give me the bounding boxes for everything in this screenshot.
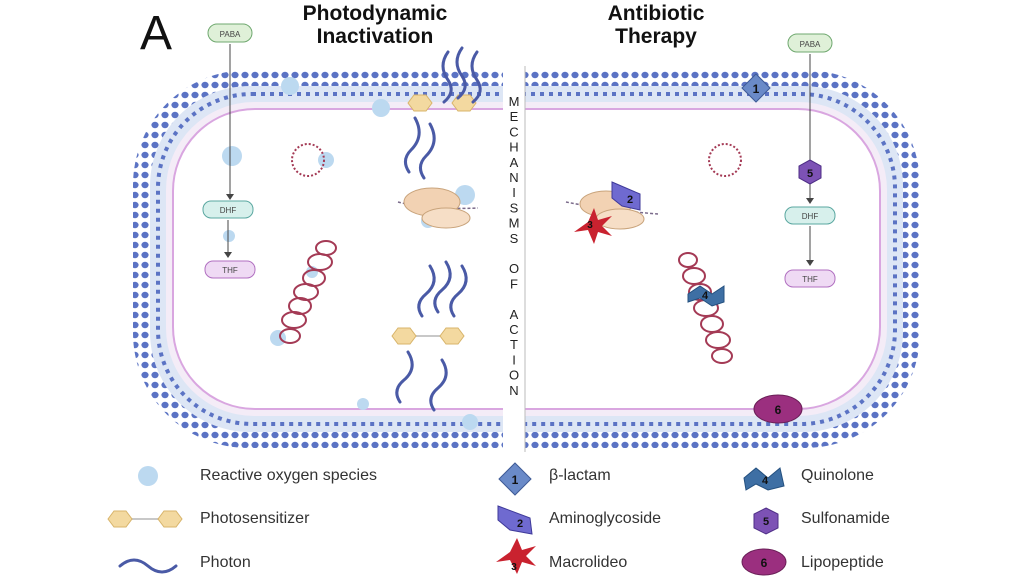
legend-aminoglycoside-label: Aminoglycoside (549, 510, 662, 527)
svg-text:1: 1 (512, 473, 519, 487)
divider-letter: O (509, 368, 519, 383)
divider-letter: M (509, 216, 520, 231)
beta-lactam-marker: 1 (741, 73, 771, 103)
svg-text:5: 5 (807, 168, 813, 180)
folate-pathway-left: PABA DHF THF (202, 23, 256, 279)
divider-letter: S (510, 231, 519, 246)
divider-letter: I (512, 352, 516, 367)
plasmid-right (708, 143, 742, 177)
svg-text:6: 6 (761, 556, 768, 570)
center-divider (503, 64, 525, 454)
divider-letter: H (509, 140, 518, 155)
legend-sulfonamide-label: Sulfonamide (801, 510, 890, 527)
ribosome-left (397, 187, 479, 229)
legend-ros-label: Reactive oxygen species (200, 467, 377, 484)
heading-antibiotic-line1: Antibiotic (607, 2, 705, 25)
legend-icons: 1 2 3 4 5 6 (107, 462, 787, 576)
legend-photosensitizer-label: Photosensitizer (200, 510, 310, 527)
divider-letter: A (510, 155, 519, 170)
aminoglycoside-marker: 2 (611, 181, 641, 211)
svg-text:2: 2 (627, 194, 633, 206)
divider-letter: N (509, 383, 518, 398)
divider-letter: S (510, 200, 519, 215)
legend-photon-label: Photon (200, 554, 251, 571)
svg-text:THF: THF (802, 275, 818, 284)
quinolone-legend-icon: 4 (743, 467, 785, 491)
heading-photodynamic-line2: Inactivation (316, 25, 434, 48)
photon-legend-icon (118, 558, 178, 574)
photosensitizer-bottom (391, 327, 465, 345)
svg-text:3: 3 (587, 220, 593, 231)
divider-letter: T (510, 337, 518, 352)
lipopeptide-marker: 6 (753, 394, 803, 424)
svg-text:DHF: DHF (802, 212, 819, 221)
svg-text:6: 6 (775, 403, 782, 417)
heading-photodynamic-line1: Photodynamic (302, 2, 448, 25)
heading-photodynamic: Photodynamic Inactivation (290, 2, 460, 48)
folate-pathway-right: PABA 5 DHF THF (784, 33, 836, 288)
divider-letter: C (509, 124, 518, 139)
photosensitizer-top (407, 94, 477, 112)
divider-letter: O (509, 261, 519, 276)
svg-text:4: 4 (762, 475, 769, 487)
legend-macrolide-label: Macrolideo (549, 554, 628, 571)
heading-antibiotic-line2: Therapy (615, 25, 697, 48)
photons (395, 46, 482, 412)
divider-letter: F (510, 276, 518, 291)
quinolone-marker: 4 (687, 285, 725, 307)
divider-letter: A (510, 307, 519, 322)
divider-letter: M (509, 94, 520, 109)
svg-text:2: 2 (517, 518, 523, 530)
svg-text:DHF: DHF (220, 206, 237, 215)
legend-lipopeptide-label: Lipopeptide (801, 554, 884, 571)
cell-membrane (133, 70, 920, 448)
svg-text:THF: THF (222, 266, 238, 275)
divider-letter: I (512, 185, 516, 200)
beta-lactam-legend-icon: 1 (498, 462, 532, 496)
legend-quinolone-label: Quinolone (801, 467, 874, 484)
divider-letter: E (510, 109, 519, 124)
ros-legend-icon (138, 466, 158, 486)
svg-text:1: 1 (753, 82, 760, 96)
svg-text:PABA: PABA (220, 30, 241, 39)
photodynamic-side: PABA DHF THF (202, 23, 482, 430)
macrolide-legend-icon: 3 (496, 538, 536, 574)
aminoglycoside-legend-icon: 2 (497, 505, 533, 535)
macrolide-marker: 3 (574, 208, 612, 244)
sulfonamide-legend-icon: 5 (753, 507, 779, 535)
photosensitizer-legend-icon (107, 510, 183, 528)
legend-beta-lactam-label: β-lactam (549, 467, 611, 484)
heading-antibiotic: Antibiotic Therapy (586, 2, 726, 48)
antibiotic-side: 1 2 3 4 6 (565, 33, 836, 424)
chromosome-left (279, 240, 337, 344)
divider-letter: C (509, 322, 518, 337)
panel-label: A (140, 7, 173, 60)
plasmid-left (291, 143, 325, 177)
svg-text:4: 4 (702, 290, 709, 302)
svg-text:5: 5 (763, 516, 769, 528)
svg-text:PABA: PABA (800, 40, 821, 49)
svg-text:3: 3 (511, 562, 517, 573)
divider-letter: N (509, 170, 518, 185)
lipopeptide-legend-icon: 6 (741, 548, 787, 576)
